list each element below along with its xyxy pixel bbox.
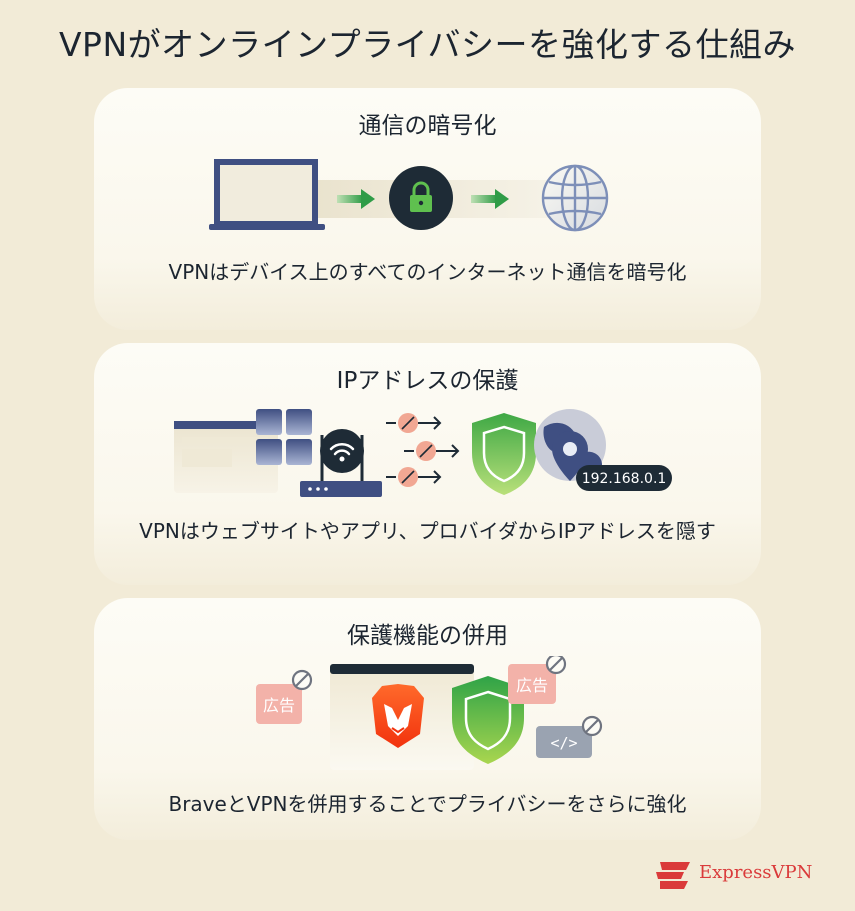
router-icon: [300, 429, 382, 497]
expressvpn-logo-icon: [656, 862, 690, 889]
ip-illustration: 192.168.0.1: [174, 409, 672, 497]
svg-text:</>: </>: [550, 734, 577, 752]
ip-badge: [576, 465, 672, 491]
brand-name: ExpressVPN: [699, 862, 813, 883]
browser-window-icon: [174, 421, 278, 493]
arrow-right-icon: [471, 189, 509, 209]
shield-icon: [452, 676, 524, 764]
card-title: 保護機能の併用: [347, 623, 508, 649]
arrow-right-icon: [337, 189, 375, 209]
app-tiles-icon: [256, 409, 312, 465]
blocked-icon: [581, 715, 603, 737]
combined-illustration: 広告 広告 </>: [256, 656, 603, 770]
blocked-icon: [291, 669, 313, 691]
ad-blocked-icon: 広告: [508, 656, 567, 704]
encryption-illustration: [209, 159, 609, 232]
wifi-icon: [329, 442, 355, 456]
code-blocked-icon: </>: [536, 715, 603, 758]
card-title: 通信の暗号化: [358, 113, 497, 139]
globe-icon: [541, 164, 609, 232]
brave-lion-icon: [372, 684, 424, 748]
card-encryption: 通信の暗号化: [94, 88, 761, 330]
card-description: BraveとVPNを併用することでプライバシーをさらに強化: [168, 792, 687, 816]
card-ip-protection: IPアドレスの保護: [94, 343, 761, 585]
shield-icon: [472, 413, 536, 495]
svg-text:広告: 広告: [263, 696, 295, 715]
blocked-icon: [545, 656, 567, 675]
svg-text:広告: 広告: [516, 676, 548, 695]
card-description: VPNはウェブサイトやアプリ、プロバイダからIPアドレスを隠す: [139, 519, 716, 543]
location-pin-icon: [552, 431, 588, 481]
eye-off-icon: [386, 413, 460, 487]
expressvpn-logo: ExpressVPN: [654, 858, 814, 892]
ip-address-label: 192.168.0.1: [582, 471, 667, 487]
lock-icon: [389, 166, 453, 230]
card-description: VPNはデバイス上のすべてのインターネット通信を暗号化: [168, 260, 687, 284]
laptop-icon: [209, 159, 325, 230]
card-combined-protection: 保護機能の併用 広告: [94, 598, 761, 840]
card-title: IPアドレスの保護: [336, 368, 519, 394]
ad-blocked-icon: 広告: [256, 669, 313, 724]
page-title: VPNがオンラインプライバシーを強化する仕組み: [58, 25, 796, 64]
